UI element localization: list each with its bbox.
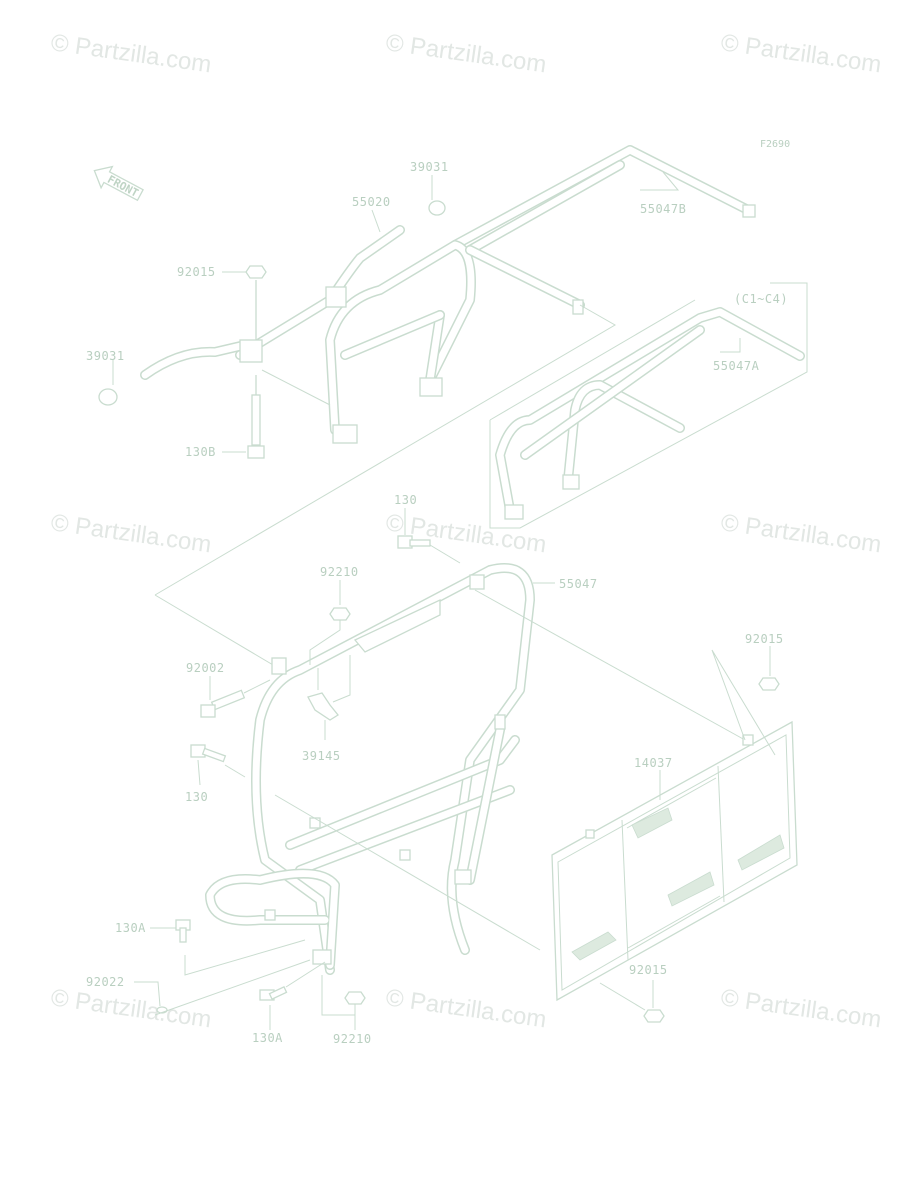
callout-92210-top: 92210 [320,565,359,579]
callout-130-top: 130 [394,493,417,507]
front-label: FRONT [105,173,141,200]
watermark-4: © Partzilla.com [49,509,213,558]
leader-lines [112,171,771,1030]
watermark-9: © Partzilla.com [719,984,883,1033]
watermark-3: © Partzilla.com [719,29,883,78]
upper-roof-frame [98,145,756,596]
callout-39145: 39145 [302,749,341,763]
variant-frame-c1-c4 [489,282,808,529]
callout-labels: 39031 55020 55047B 92015 39031 130B (C1~… [86,160,788,1046]
callout-130b: 130B [185,445,216,459]
callout-130a-left: 130A [115,921,146,935]
callout-55047: 55047 [559,577,598,591]
callout-92015-right: 92015 [745,632,784,646]
callout-92015-top: 92015 [177,265,216,279]
callout-39031-left: 39031 [86,349,125,363]
watermark-6: © Partzilla.com [719,509,883,558]
net-panel [551,649,798,1023]
callout-92022: 92022 [86,975,125,989]
watermark-1: © Partzilla.com [49,29,213,78]
callout-39031-top: 39031 [410,160,449,174]
callout-55047a: 55047A [713,359,760,373]
callout-55020: 55020 [352,195,391,209]
callout-130a-bottom: 130A [252,1031,283,1045]
callout-14037: 14037 [634,756,673,770]
watermark-8: © Partzilla.com [384,984,548,1033]
callout-92002: 92002 [186,661,225,675]
callout-55047b: 55047B [640,202,686,216]
figure-code: F2690 [760,139,790,150]
watermark-2: © Partzilla.com [384,29,548,78]
watermark-7: © Partzilla.com [49,984,213,1033]
callout-130-left: 130 [185,790,208,804]
callout-variant: (C1~C4) [734,292,788,306]
front-arrow-icon: FRONT [93,165,144,202]
callout-92015-bottom: 92015 [629,963,668,977]
callout-92210-bottom: 92210 [333,1032,372,1046]
lower-roll-bar [154,535,746,1016]
